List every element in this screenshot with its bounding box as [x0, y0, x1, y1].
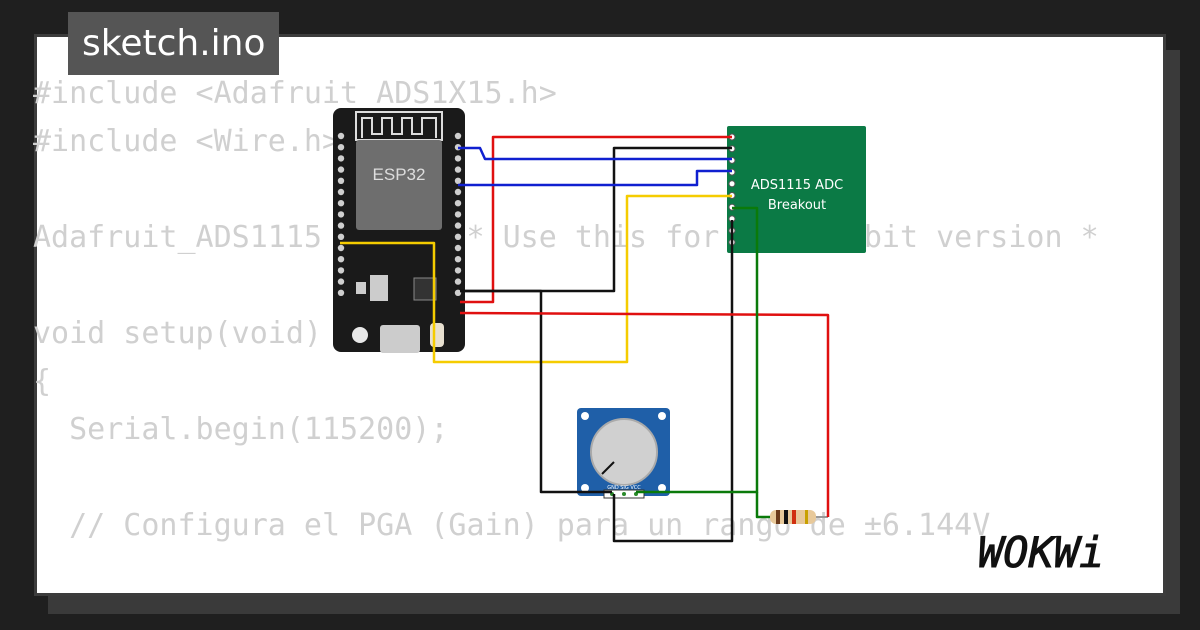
esp32-pins-left: [337, 132, 345, 296]
header-pin: [337, 188, 345, 196]
header-pin: [454, 188, 462, 196]
header-pin: [454, 278, 462, 285]
header-pin: [454, 244, 462, 252]
wire-black-pot-sig[interactable]: [612, 220, 734, 543]
header-pin: [337, 256, 345, 263]
header-pin: [454, 132, 462, 140]
wokwi-logo-text: WOKWi: [978, 528, 1104, 577]
potentiometer[interactable]: GND SIG VCC: [577, 408, 670, 499]
header-pin: [337, 289, 345, 296]
header-pin: [337, 244, 345, 252]
header-pin: [454, 289, 462, 296]
wire-black-gnd[interactable]: [460, 146, 732, 293]
code-line-2: #include <Wire.h>: [33, 124, 341, 159]
code-line-7: {: [33, 364, 52, 399]
header-pin: [454, 155, 462, 162]
adc-title: ADS1115 ADC: [751, 178, 843, 193]
esp32-label: ESP32: [373, 165, 426, 184]
header-pin: [337, 144, 345, 151]
knob-indicator: [601, 461, 615, 475]
code-line-8: Serial.begin(115200);: [33, 412, 449, 447]
wire-red-vcc[interactable]: [460, 135, 732, 304]
header-pin: [337, 200, 345, 207]
code-line-10: // Configura el PGA (Gain) para un rango…: [33, 508, 991, 543]
sketch-tab[interactable]: sketch.ino: [68, 12, 280, 75]
header-pin: [454, 222, 462, 229]
antenna-icon: [361, 117, 437, 138]
ads1115-board[interactable]: ADS1115 ADC Breakout: [727, 126, 866, 253]
header-pin: [454, 166, 462, 173]
header-pin: [337, 166, 345, 173]
header-pin: [337, 132, 345, 140]
header-pin: [454, 177, 462, 184]
header-pin: [728, 180, 736, 188]
wires: [340, 135, 830, 543]
wire-green-resistor[interactable]: [755, 492, 770, 519]
header-pin: [337, 278, 345, 285]
pot-pin-labels: GND SIG VCC: [607, 485, 641, 491]
header-pin: [337, 211, 345, 218]
header-pin: [454, 267, 462, 274]
wire-red-resistor[interactable]: [459, 311, 830, 517]
usb-port: [380, 325, 420, 353]
wire-green-a0[interactable]: [636, 206, 759, 494]
voltage-regulator: [370, 275, 388, 301]
code-line-6: void setup(void): [33, 316, 322, 351]
header-pin: [454, 233, 462, 240]
adc-subtitle: Breakout: [768, 198, 826, 213]
wire-yellow-alert[interactable]: [340, 194, 732, 364]
header-pin: [337, 222, 345, 229]
header-pin: [454, 211, 462, 218]
wire-black-pot-gnd[interactable]: [460, 289, 612, 494]
header-pin: [337, 233, 345, 240]
usb-chip: [413, 277, 437, 301]
header-pin: [337, 177, 345, 184]
header-pin: [337, 155, 345, 162]
wire-blue-sda[interactable]: [458, 169, 732, 187]
esp32-pins-right: [454, 132, 462, 296]
wokwi-logo: WOKWi: [978, 528, 1105, 578]
esp32-board[interactable]: ESP32: [333, 108, 465, 353]
esp32-module: [356, 140, 442, 230]
en-button[interactable]: [430, 323, 444, 347]
code-line-1: #include <Adafruit_ADS1X15.h>: [33, 76, 557, 111]
header-pin: [454, 200, 462, 207]
boot-button[interactable]: [352, 327, 368, 343]
wire-blue-scl[interactable]: [458, 146, 732, 161]
header-pin: [337, 267, 345, 274]
code-line-11: ads.setGain(GAIN_TWOTHIRDS); // +/- 6.14…: [33, 550, 1097, 560]
header-pin: [454, 256, 462, 263]
pot-knob[interactable]: [590, 418, 658, 486]
